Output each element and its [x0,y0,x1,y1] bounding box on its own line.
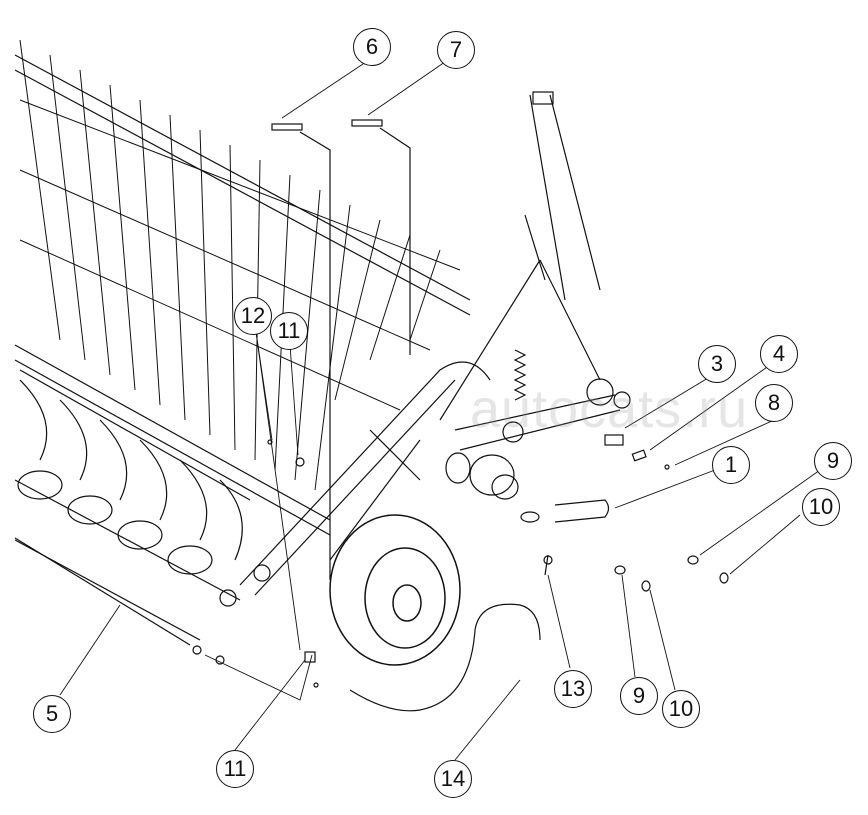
callout-9-bottom: 9 [620,677,658,715]
callout-4: 4 [760,335,798,373]
pins-6-7 [271,119,411,580]
callout-14: 14 [434,760,472,798]
lift-arm [239,361,491,596]
callout-3: 3 [698,345,736,383]
callout-12: 12 [234,297,272,335]
callout-8: 8 [755,384,793,422]
leader-lines [59,54,821,761]
callout-13: 13 [554,670,592,708]
callout-5: 5 [33,695,71,733]
watermark-text: autocats.ru [470,379,749,439]
callout-10-right: 10 [802,488,840,526]
frame-tower [439,91,621,451]
callout-6: 6 [353,28,391,66]
drive-hub [445,378,631,500]
callout-11-bottom: 11 [216,750,254,788]
callout-9-right: 9 [814,442,852,480]
callout-1: 1 [712,446,750,484]
bolt-parts-11-12 [267,439,319,688]
callout-11-top: 11 [270,312,308,350]
pin-part-1 [520,499,610,523]
auger [17,379,271,607]
rod-part-5 [14,537,225,665]
callout-7: 7 [437,31,475,69]
sensor-cable [349,554,553,712]
washers-9-10 [614,555,729,592]
small-parts-3-4-8 [604,434,670,470]
reel-tines [19,39,461,491]
callout-10-bottom: 10 [662,690,700,728]
gauge-wheel [329,514,461,666]
spring [513,349,527,401]
